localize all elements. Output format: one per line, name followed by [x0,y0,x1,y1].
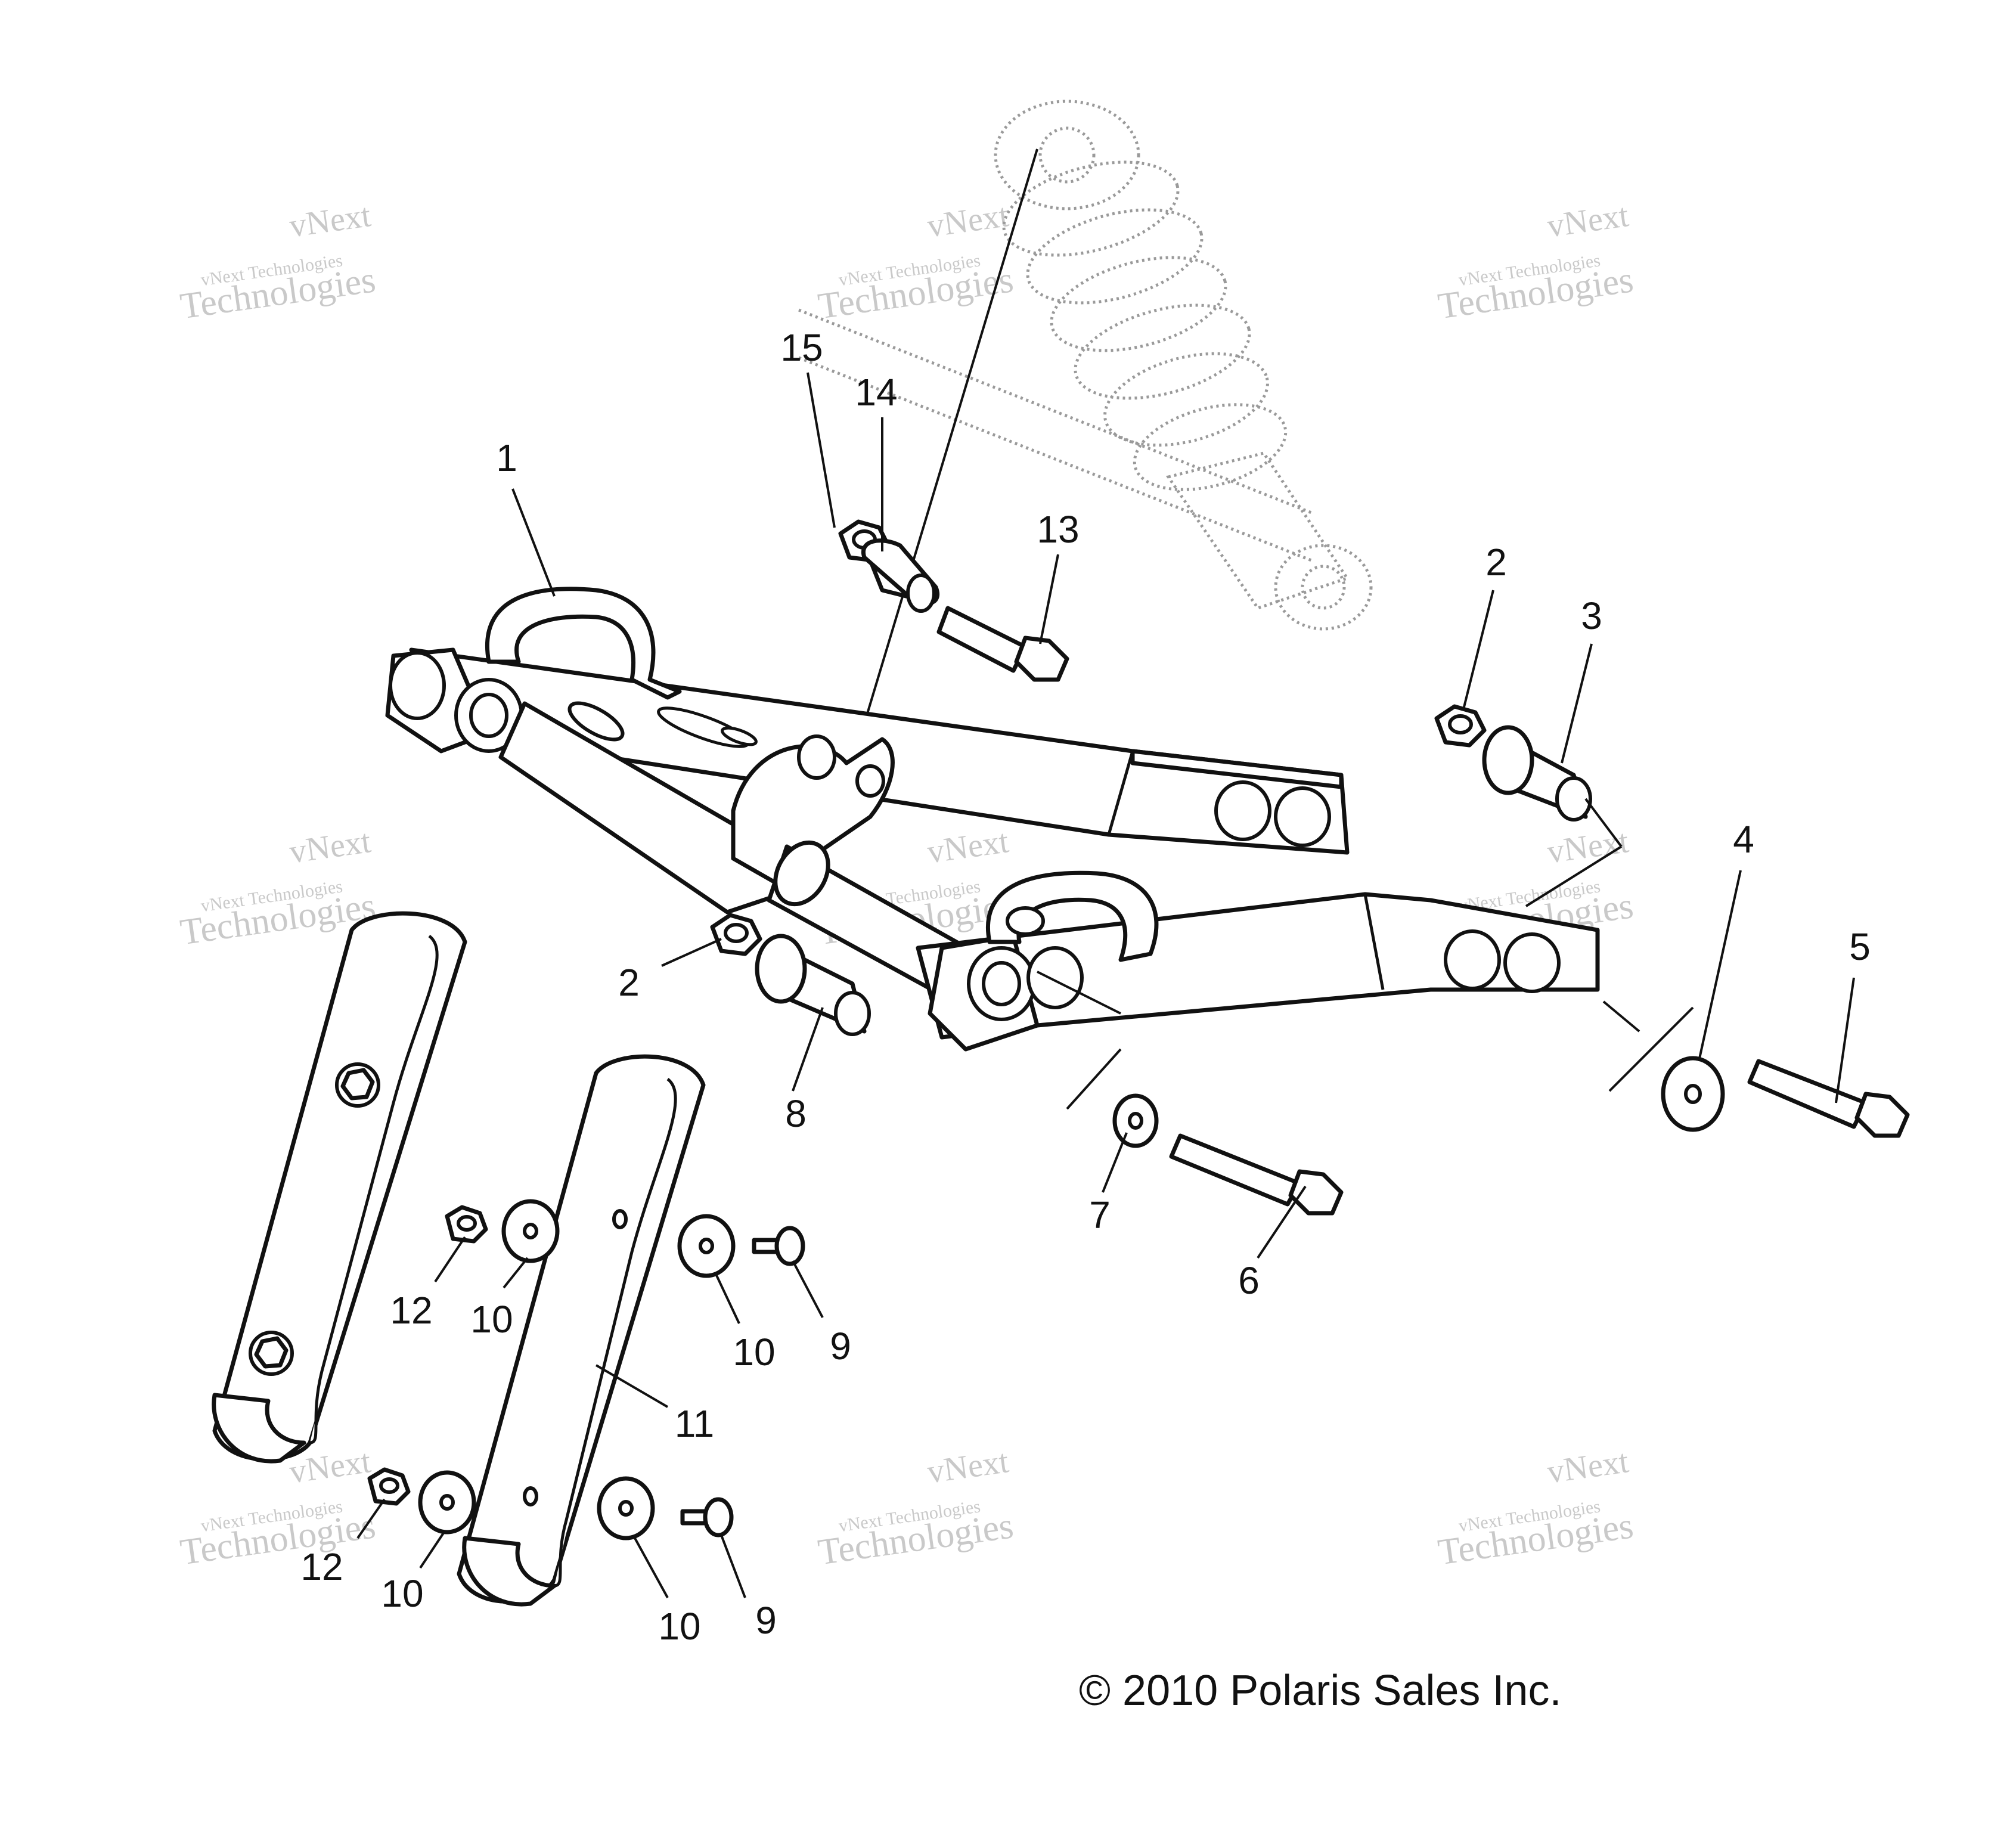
callout-3: 3 [1581,594,1602,637]
washer-10-a [501,1199,560,1263]
watermark: vNext vNext Technologies Technologies [178,197,378,327]
nut-2-right [1434,704,1487,748]
watermark: vNext vNext Technologies Technologies [1435,197,1636,327]
callout-12: 12 [390,1289,432,1332]
bolt-5 [1747,1059,1910,1138]
pin-9-upper [752,1226,805,1266]
svg-text:vNext: vNext [287,197,374,245]
callout-5: 5 [1849,925,1871,968]
washer-10-d [597,1476,655,1540]
spacer-14 [861,538,940,613]
nut-12-lower [367,1467,411,1506]
leader-lines [356,372,1855,1598]
copyright-notice: © 2010 Polaris Sales Inc. [1079,1667,1561,1715]
link-arm-left [212,911,467,1464]
nut-12-upper [445,1205,488,1244]
washer-4 [1661,1056,1725,1132]
callout-13: 13 [1037,508,1079,551]
bolt-13 [936,606,1069,682]
callouts: 1 2 2 3 4 5 6 7 8 9 9 10 10 10 10 11 12 … [300,326,1870,1648]
nut-2-left [710,913,762,956]
washer-10-c [418,1470,476,1535]
callout-8: 8 [785,1092,807,1135]
bushing-8 [755,934,871,1036]
callout-4: 4 [1733,818,1754,861]
swing-arm-assembly [385,587,1600,1052]
callout-12: 12 [300,1545,343,1588]
callout-7: 7 [1089,1194,1111,1236]
callout-11: 11 [675,1402,714,1445]
watermarks: vNext vNext Technologies Technologies vN… [178,197,1636,1573]
callout-14: 14 [855,371,897,414]
callout-6: 6 [1238,1259,1260,1302]
svg-text:vNext: vNext [1545,1443,1632,1491]
svg-text:vNext: vNext [925,197,1012,245]
svg-text:vNext: vNext [925,1443,1012,1491]
svg-text:vNext: vNext [287,823,374,871]
svg-text:vNext: vNext [1545,197,1632,245]
callout-10: 10 [733,1331,775,1374]
watermark: vNext vNext Technologies Technologies [1435,1443,1636,1573]
svg-text:vNext: vNext [925,823,1012,871]
callout-9: 9 [755,1599,777,1642]
washer-7 [1112,1093,1159,1148]
callout-1: 1 [496,436,517,479]
callout-10: 10 [381,1572,423,1615]
callout-2: 2 [1485,541,1507,584]
link-arm-11 [457,1054,706,1607]
pin-9-lower [680,1497,734,1537]
watermark: vNext vNext Technologies Technologies [815,197,1016,327]
shock-absorber [798,100,1373,631]
bushing-3 [1482,725,1592,822]
callout-9: 9 [830,1325,851,1368]
svg-text:vNext: vNext [1545,823,1632,871]
callout-10: 10 [658,1605,700,1648]
callout-10: 10 [470,1298,513,1341]
callout-2: 2 [618,961,640,1004]
watermark: vNext vNext Technologies Technologies [815,1443,1016,1573]
bolt-6 [1169,1133,1344,1216]
shock-mount-leader [851,148,1038,764]
washer-10-b [677,1214,736,1278]
callout-15: 15 [780,326,823,369]
